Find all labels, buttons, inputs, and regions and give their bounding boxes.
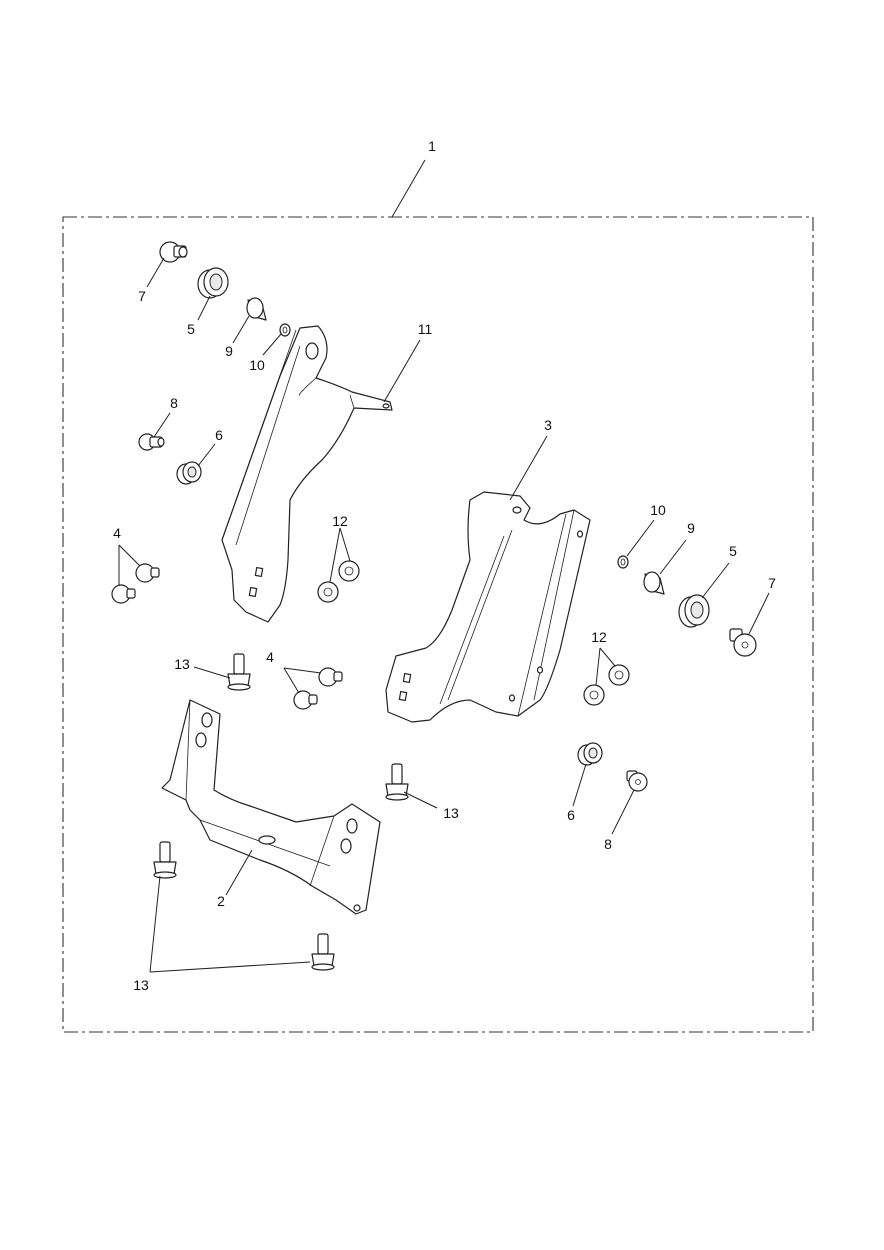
label-13-b: 13 — [443, 805, 459, 821]
label-11: 11 — [418, 321, 433, 337]
flange-bolt-d — [311, 933, 335, 971]
spacer-left — [246, 297, 267, 321]
label-6-left: 6 — [215, 427, 223, 443]
label-3: 3 — [544, 417, 552, 433]
leader-12-right-b — [595, 647, 601, 686]
label-5-left: 5 — [187, 321, 195, 337]
leader-13-d — [149, 961, 311, 973]
bolt-mid-a — [318, 667, 343, 687]
leader-4-mid-a — [283, 667, 322, 674]
small-grommet-left — [176, 461, 202, 485]
leader-4-mid-b — [283, 667, 300, 694]
right-bracket — [385, 491, 591, 723]
label-8-right: 8 — [604, 836, 612, 852]
label-1: 1 — [428, 138, 436, 154]
label-2: 2 — [217, 893, 225, 909]
small-grommet-right — [577, 742, 603, 766]
screw-large-head-right — [729, 628, 757, 657]
leader-13-c — [149, 875, 161, 973]
label-13-a: 13 — [174, 656, 190, 672]
screw-small-head-right — [626, 770, 648, 792]
leader-5-right — [701, 562, 730, 599]
label-10-left: 10 — [249, 357, 265, 373]
grommet-left — [197, 267, 229, 299]
flange-bolt-b — [385, 763, 409, 801]
label-7-left: 7 — [138, 288, 146, 304]
bolt-left-b — [111, 584, 136, 604]
leader-5-left — [197, 295, 211, 321]
screw-large-head-left — [159, 241, 188, 263]
lower-bracket — [161, 699, 381, 915]
flange-bolt-a — [227, 653, 251, 691]
leader-7-left — [146, 257, 165, 288]
label-13-c: 13 — [133, 977, 149, 993]
label-7-right: 7 — [768, 575, 776, 591]
nut-right-a — [608, 664, 630, 686]
leader-9-right — [659, 539, 687, 575]
left-bracket — [221, 325, 393, 623]
nut-left-a — [338, 560, 360, 582]
bolt-left-a — [135, 563, 160, 583]
label-6-right: 6 — [567, 807, 575, 823]
grommet-right — [678, 594, 710, 628]
screw-small-head-left — [138, 433, 165, 451]
kit-boundary-frame — [62, 216, 814, 1033]
label-12-left: 12 — [332, 513, 348, 529]
washer-left — [279, 323, 291, 337]
leader-12-left-b — [329, 527, 341, 583]
label-8-left: 8 — [170, 395, 178, 411]
nut-left-b — [317, 581, 339, 603]
leader-6-right — [572, 763, 587, 807]
leader-12-right-a — [599, 647, 616, 667]
label-9-left: 9 — [225, 343, 233, 359]
label-4-left: 4 — [113, 525, 121, 541]
label-10-right: 10 — [650, 502, 666, 518]
leader-13-a — [193, 666, 231, 679]
leader-6-left — [197, 443, 216, 467]
leader-9-left — [232, 315, 250, 344]
nut-right-b — [583, 684, 605, 706]
leader-2 — [225, 849, 253, 896]
leader-10-left — [262, 333, 282, 356]
leader-12-left-a — [339, 527, 351, 562]
flange-bolt-c — [153, 841, 177, 879]
leader-8-right — [611, 789, 635, 835]
leader-7-right — [748, 592, 770, 635]
leader-8-left — [153, 412, 171, 438]
bolt-mid-b — [293, 690, 318, 710]
leader-11 — [383, 339, 421, 403]
label-9-right: 9 — [687, 520, 695, 536]
label-4-mid: 4 — [266, 649, 274, 665]
leader-4-left-a — [118, 544, 141, 567]
leader-10-right — [626, 519, 655, 557]
label-5-right: 5 — [729, 543, 737, 559]
spacer-right — [643, 571, 665, 595]
washer-right — [617, 555, 629, 569]
leader-3 — [509, 435, 548, 501]
leader-1 — [391, 159, 426, 218]
leader-13-b — [403, 791, 438, 809]
label-12-right: 12 — [591, 629, 607, 645]
